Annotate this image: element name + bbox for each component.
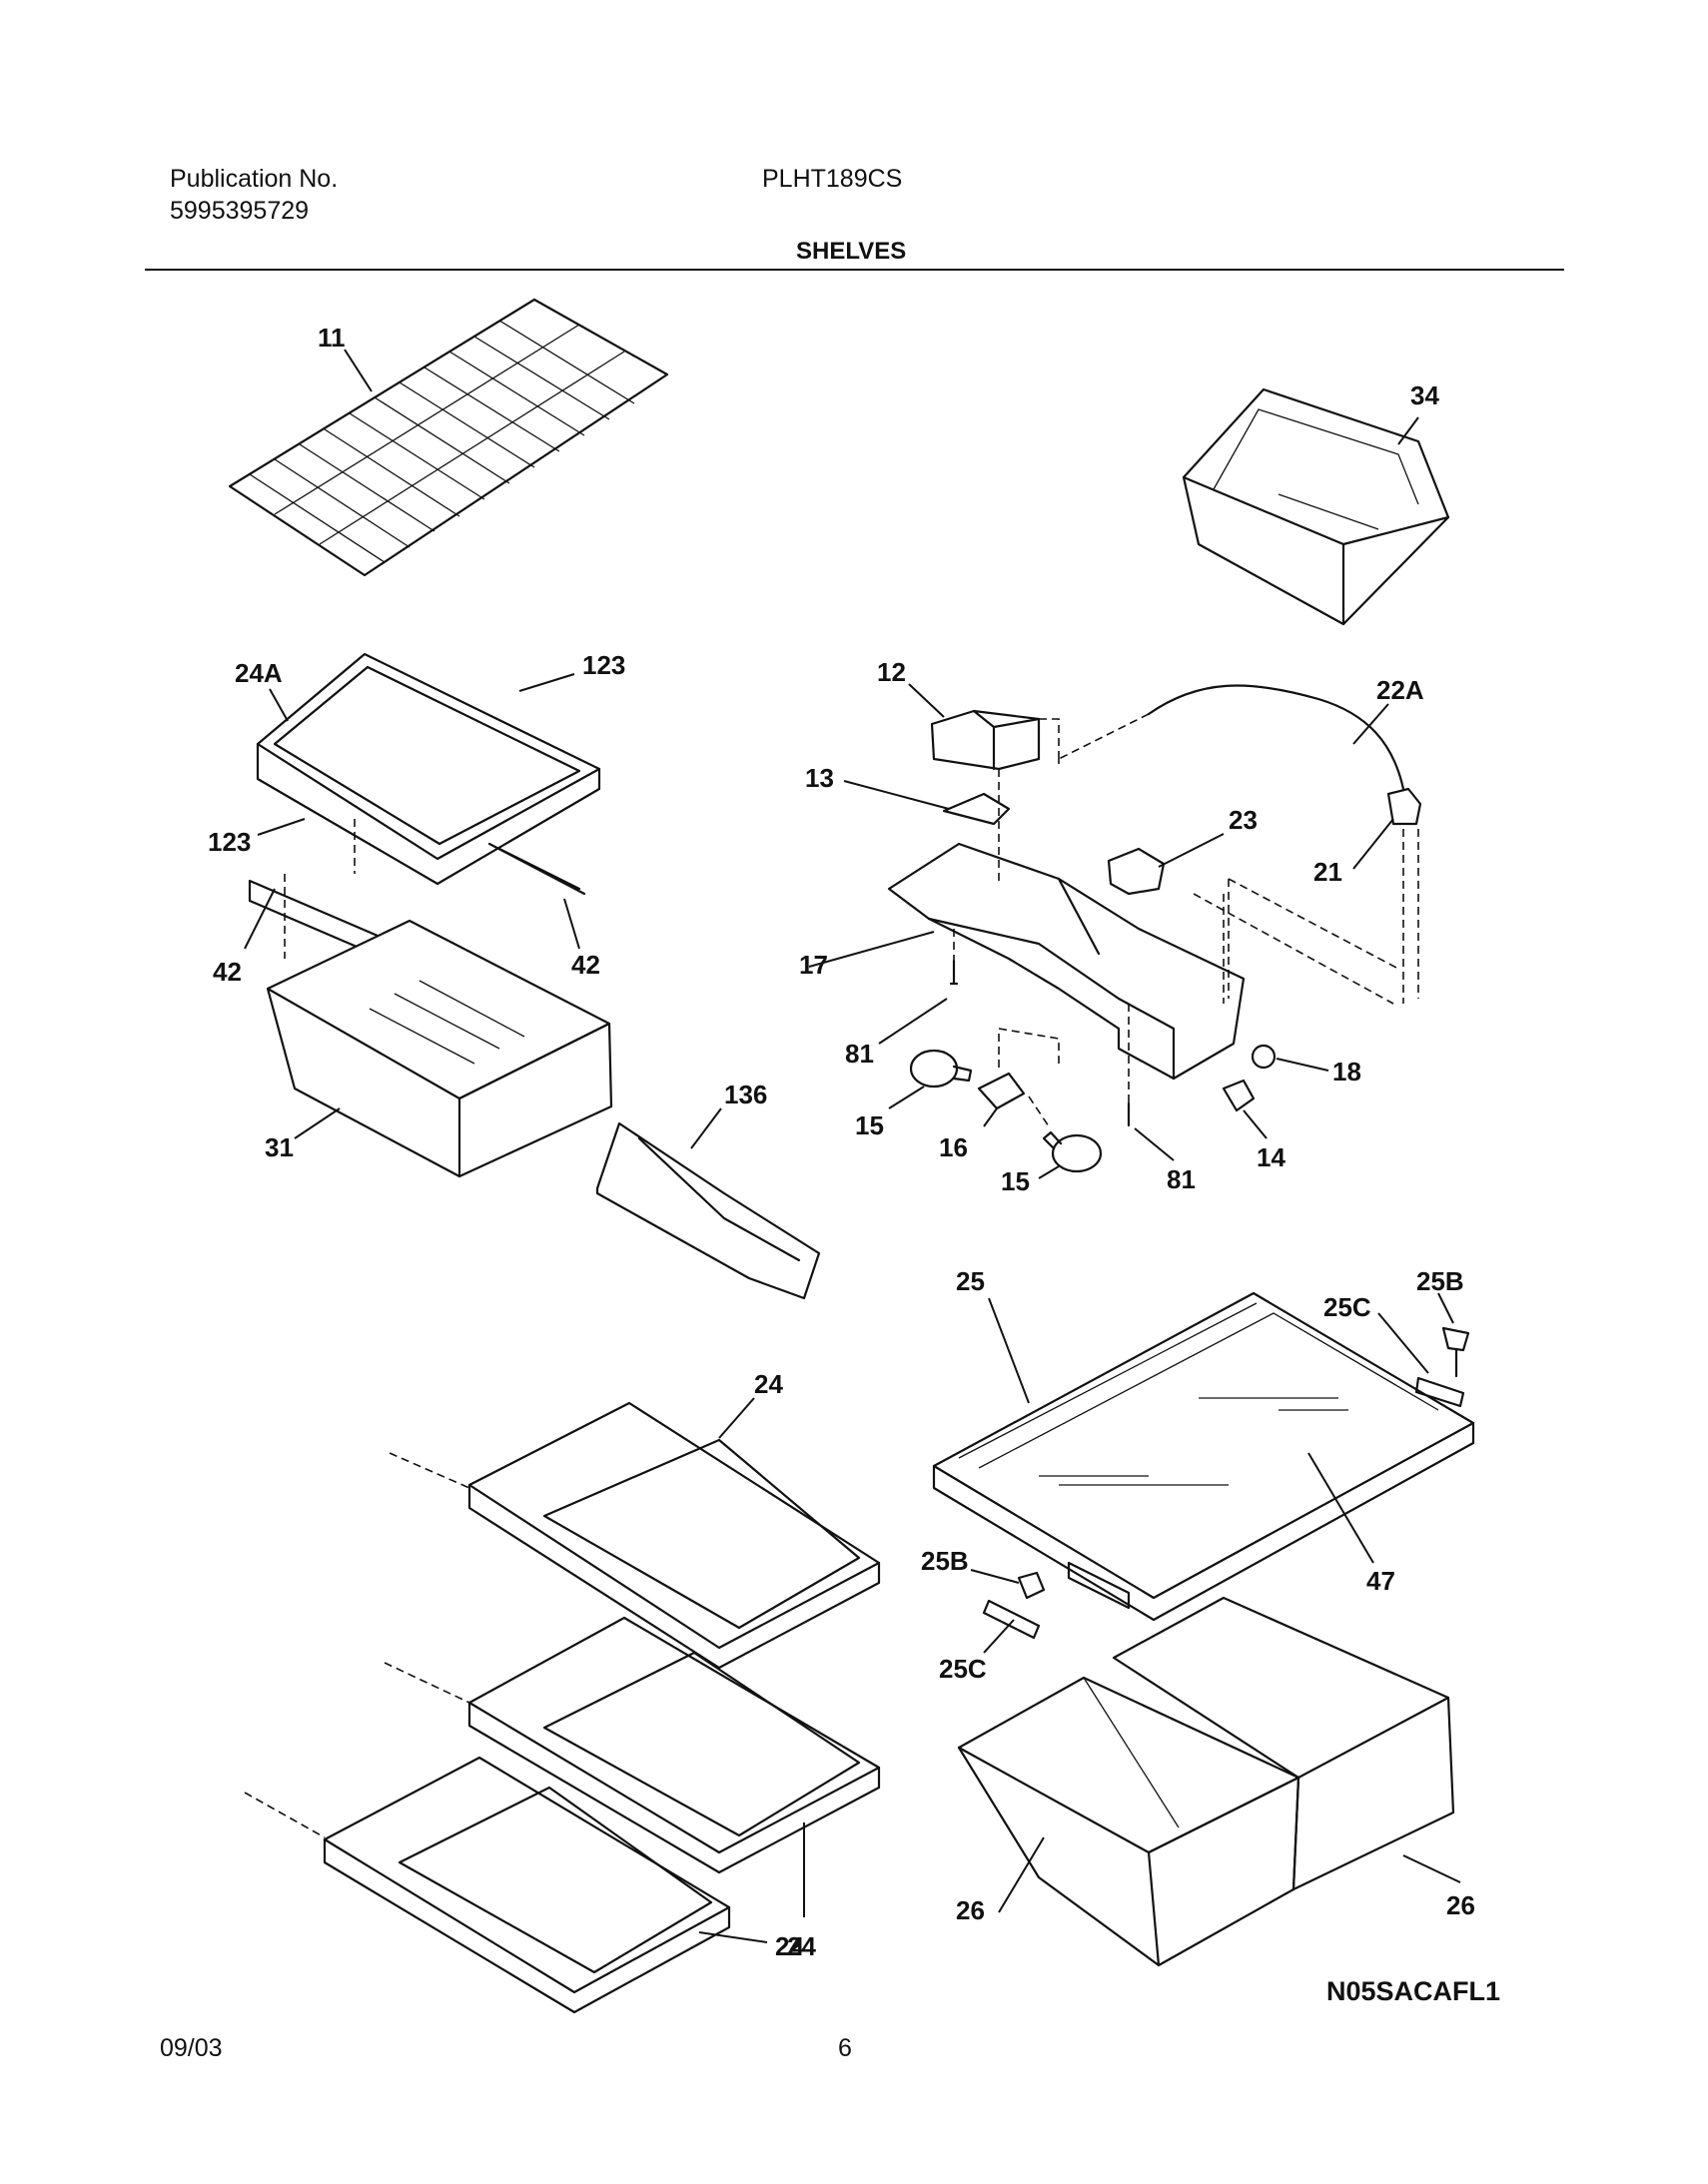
callout-81-left: 81 — [845, 1039, 874, 1069]
callout-26-right: 26 — [1446, 1890, 1475, 1920]
callout-136: 136 — [724, 1080, 767, 1109]
glass-shelf-47 — [932, 1291, 1475, 1622]
callout-14: 14 — [1257, 1142, 1285, 1172]
callout-12: 12 — [877, 657, 906, 687]
callout-25c-top: 25C — [1323, 1292, 1371, 1322]
callout-34: 34 — [1410, 380, 1439, 410]
crisper-drawer-31 — [266, 919, 613, 1178]
callout-25: 25 — [956, 1266, 985, 1296]
callout-18: 18 — [1332, 1057, 1361, 1087]
screw-81-left — [949, 959, 959, 986]
callout-11: 11 — [318, 323, 346, 353]
callout-23: 23 — [1229, 805, 1258, 835]
wire-harness — [1147, 684, 1405, 791]
sliding-shelf-24-middle — [467, 1616, 881, 1874]
sliding-shelf-24-top — [467, 1401, 881, 1670]
section-title: SHELVES — [796, 238, 907, 265]
callout-24a: 24A — [235, 658, 283, 688]
callout-42-left: 42 — [213, 957, 242, 987]
light-bulb-right — [1042, 1130, 1103, 1173]
footer-date: 09/03 — [160, 2034, 223, 2062]
callout-31: 31 — [265, 1132, 294, 1162]
callout-15-right: 15 — [1001, 1166, 1030, 1196]
sliding-shelf-24-bottom — [323, 1756, 731, 2014]
callout-123-left: 123 — [208, 827, 251, 857]
freezer-bin — [1182, 387, 1450, 626]
crisper-drawer-26-left — [957, 1676, 1300, 1967]
footer-page-number: 6 — [838, 2034, 852, 2062]
light-housing-17 — [887, 842, 1246, 1081]
bracket-25c-top — [1414, 1376, 1465, 1408]
clip-25b-top — [1441, 1326, 1470, 1378]
bracket-25c-bottom — [982, 1599, 1041, 1640]
glass-shelf-24a — [256, 652, 601, 896]
light-switch — [1386, 787, 1422, 826]
callout-24-bottom: 24 — [775, 1931, 804, 1961]
grommet-18 — [1251, 1044, 1277, 1070]
callout-25b-bottom: 25B — [921, 1546, 969, 1576]
callout-15-left: 15 — [855, 1110, 884, 1140]
thermostat — [1107, 847, 1166, 896]
light-socket — [977, 1028, 1060, 1110]
wire-shelf — [228, 298, 669, 577]
callout-16: 16 — [939, 1132, 968, 1162]
callout-24-middle: 24 — [787, 1931, 816, 1961]
callout-17: 17 — [799, 950, 828, 980]
callout-26-left: 26 — [956, 1895, 985, 1925]
callout-47: 47 — [1366, 1566, 1395, 1596]
callout-42-right: 42 — [571, 950, 600, 980]
drawing-code: N05SACAFL1 — [1326, 1976, 1500, 2006]
callout-24-top: 24 — [754, 1369, 783, 1399]
header-rule — [145, 269, 1564, 271]
callout-123-top: 123 — [582, 650, 625, 680]
callout-81-right: 81 — [1167, 1164, 1196, 1194]
publication-label: Publication No. — [170, 165, 339, 193]
callout-25c-bottom: 25C — [939, 1654, 987, 1684]
callout-25b-top: 25B — [1416, 1266, 1464, 1296]
callout-22a: 22A — [1376, 675, 1424, 705]
model-number: PLHT189CS — [762, 165, 903, 193]
clip-25b-bottom — [1017, 1571, 1046, 1600]
control-shaft — [942, 792, 1011, 826]
light-bulb-left — [909, 1049, 973, 1089]
control-knob — [930, 709, 1041, 771]
drawer-divider — [595, 1121, 821, 1300]
clip-14 — [1222, 1079, 1256, 1112]
callout-13: 13 — [805, 763, 834, 793]
callout-21: 21 — [1313, 857, 1342, 887]
publication-number: 5995395729 — [170, 197, 310, 225]
